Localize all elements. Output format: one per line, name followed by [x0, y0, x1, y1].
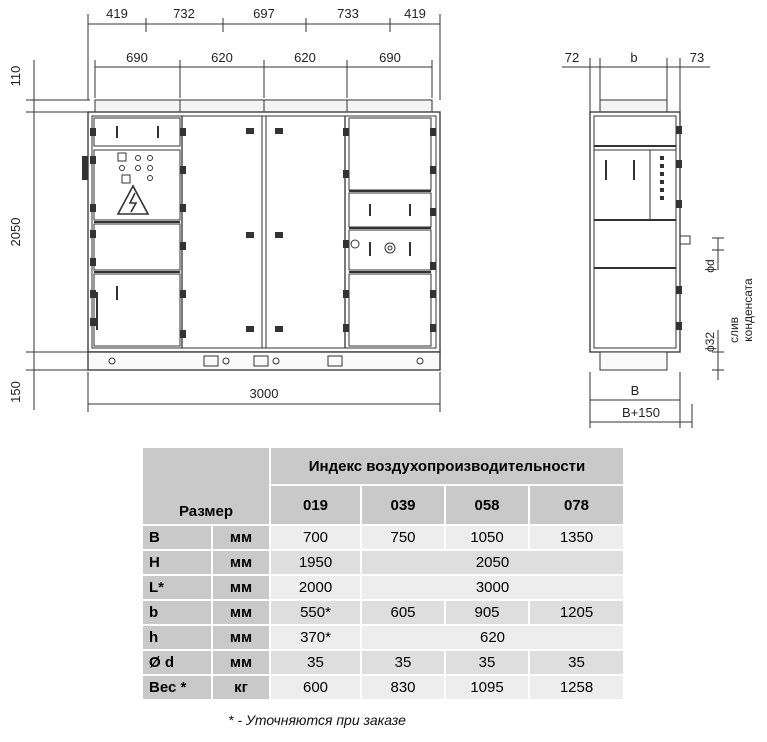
table-cell: 35: [269, 649, 362, 676]
index-039: 039: [360, 484, 446, 526]
table-group-header: Индекс воздухопроизводительности: [269, 446, 625, 486]
table-cell: 1350: [528, 524, 625, 551]
dim-length: 3000: [250, 386, 279, 401]
index-078: 078: [528, 484, 625, 526]
row-label: H: [141, 549, 213, 576]
dim-height-main: 2050: [8, 218, 23, 247]
dim-mid-4: 690: [379, 50, 401, 65]
table-cell: 370*: [269, 624, 362, 651]
dim-side-B: B: [631, 383, 640, 398]
dim-side-73: 73: [690, 50, 704, 65]
table-cell: 905: [444, 599, 530, 626]
footnote: * - Уточняются при заказе: [228, 712, 406, 728]
dim-side-72: 72: [565, 50, 579, 65]
dim-top-4: 733: [337, 6, 359, 21]
table-cell: 600: [269, 674, 362, 701]
row-label: B: [141, 524, 213, 551]
dim-top-1: 419: [106, 6, 128, 21]
front-view-dimensions: 419 732 697 733 419 690 620 620 690 110 …: [8, 6, 426, 403]
table-cell: 1205: [528, 599, 625, 626]
table-cell: 620: [360, 624, 625, 651]
row-label: Ø d: [141, 649, 213, 676]
corner-label: Размер: [178, 503, 234, 520]
dim-side-b: b: [630, 50, 637, 65]
table-cell: 550*: [269, 599, 362, 626]
row-label: h: [141, 624, 213, 651]
table-cell: 35: [444, 649, 530, 676]
row-unit: мм: [211, 574, 271, 601]
side-view-dimensions: 72 b 73 B B+150 ϕd ϕ32 слив конденсата: [565, 50, 755, 420]
row-unit: мм: [211, 624, 271, 651]
index-019: 019: [269, 484, 362, 526]
front-view: [26, 14, 441, 412]
table-cell: 830: [360, 674, 446, 701]
table-cell: 2000: [269, 574, 362, 601]
row-label: Вес *: [141, 674, 213, 701]
dim-top-2: 732: [173, 6, 195, 21]
dim-top-3: 697: [253, 6, 275, 21]
table-cell: 605: [360, 599, 446, 626]
dim-height-top: 110: [8, 66, 23, 87]
table-cell: 1050: [444, 524, 530, 551]
table-cell: 1095: [444, 674, 530, 701]
table-cell: 35: [360, 649, 446, 676]
drain-label-1: слив: [727, 317, 741, 343]
dim-mid-3: 620: [294, 50, 316, 65]
spec-table: Размер Индекс воздухопроизводительности …: [141, 446, 625, 701]
row-label: b: [141, 599, 213, 626]
dim-mid-2: 620: [211, 50, 233, 65]
dim-side-B150: B+150: [622, 405, 660, 420]
row-unit: мм: [211, 649, 271, 676]
table-cell: 750: [360, 524, 446, 551]
table-cell: 1950: [269, 549, 362, 576]
index-058: 058: [444, 484, 530, 526]
technical-drawing: 419 732 697 733 419 690 620 620 690 110 …: [8, 6, 755, 428]
indices-row: 019 039 058 078: [142, 484, 625, 526]
row-unit: мм: [211, 524, 271, 551]
table-cell: 700: [269, 524, 362, 551]
dim-side-d32: ϕ32: [703, 332, 717, 352]
dim-top-5: 419: [404, 6, 426, 21]
row-unit: кг: [211, 674, 271, 701]
table-cell: 2050: [360, 549, 625, 576]
dim-mid-1: 690: [126, 50, 148, 65]
row-unit: мм: [211, 599, 271, 626]
side-view: [562, 58, 724, 428]
table-cell: 1258: [528, 674, 625, 701]
drain-label-2: конденсата: [741, 278, 755, 342]
dim-height-base: 150: [8, 381, 23, 403]
table-corner: Размер: [141, 446, 271, 526]
row-label: L*: [141, 574, 213, 601]
table-cell: 35: [528, 649, 625, 676]
table-cell: 3000: [360, 574, 625, 601]
row-unit: мм: [211, 549, 271, 576]
dim-side-d: ϕd: [703, 259, 717, 272]
